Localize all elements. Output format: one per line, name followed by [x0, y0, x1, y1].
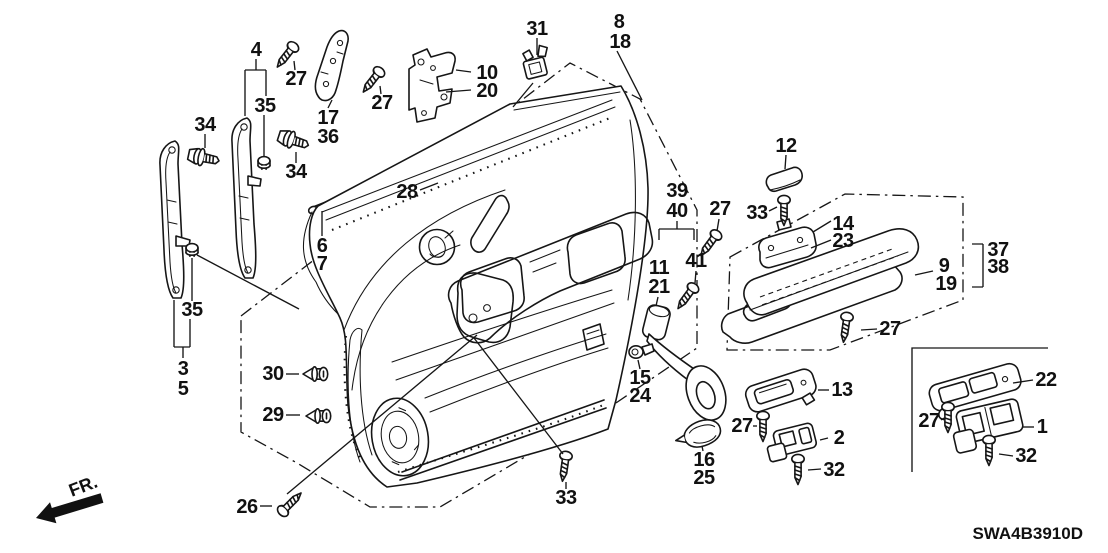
part-callout-27: 27 [918, 410, 940, 432]
part-callout-13: 13 [831, 379, 853, 401]
part-callout-32: 32 [823, 459, 845, 481]
part-callout-34: 34 [285, 161, 307, 183]
part-callout-27: 27 [371, 92, 393, 114]
part-callout-26: 26 [236, 496, 258, 518]
part-callout-15: 15 [629, 367, 651, 389]
part-callout-23: 23 [832, 230, 854, 252]
part-callout-4: 4 [250, 39, 262, 61]
part-callout-6: 6 [316, 235, 328, 257]
switch-garnish-13 [744, 368, 817, 413]
part-callout-33: 33 [555, 487, 577, 509]
trim-strip-rear [231, 117, 262, 279]
subpanel-border [911, 347, 1048, 472]
part-callout-19: 19 [935, 273, 957, 295]
part-callout-20: 20 [476, 80, 498, 102]
part-callout-2: 2 [833, 427, 845, 449]
door-lining-panel [302, 85, 654, 488]
leader-lines [173, 38, 1034, 507]
part-callout-16: 16 [693, 449, 715, 471]
part-callout-27: 27 [285, 68, 307, 90]
part-callout-28: 28 [396, 181, 418, 203]
part-callout-29: 29 [262, 404, 284, 426]
part-callout-33: 33 [746, 202, 768, 224]
part-callout-30: 30 [262, 363, 284, 385]
part-callout-34: 34 [194, 114, 216, 136]
part-callout-14: 14 [832, 213, 854, 235]
part-callout-22: 22 [1035, 369, 1057, 391]
part-callout-11: 11 [648, 257, 670, 279]
regulator-handle [641, 304, 727, 421]
part-callout-10: 10 [476, 62, 498, 84]
part-callout-32: 32 [1015, 445, 1037, 467]
part-callout-17: 17 [317, 107, 339, 129]
part-callout-38: 38 [987, 256, 1009, 278]
part-callout-8: 8 [613, 11, 625, 33]
switch-assy-1 [952, 398, 1024, 454]
part-callout-41: 41 [685, 250, 707, 272]
part-callout-27: 27 [731, 415, 753, 437]
part-callout-3: 3 [177, 358, 189, 380]
part-callout-35: 35 [181, 299, 203, 321]
part-callout-27: 27 [879, 318, 901, 340]
part-callout-21: 21 [648, 276, 670, 298]
part-callout-7: 7 [316, 253, 328, 275]
clip-15-24 [628, 343, 655, 359]
bracket-17-36 [314, 29, 349, 102]
part-callout-24: 24 [629, 385, 651, 407]
part-callout-9: 9 [938, 255, 950, 277]
part-callout-12: 12 [775, 135, 797, 157]
part-callout-40: 40 [666, 200, 688, 222]
diagram-code: SWA4B3910D [972, 524, 1083, 543]
part-callout-5: 5 [177, 378, 189, 400]
part-callout-18: 18 [609, 31, 631, 53]
part-callout-37: 37 [987, 239, 1009, 261]
escutcheon-16-25 [675, 419, 722, 448]
part-callout-31: 31 [526, 18, 548, 40]
switch-assy-2 [766, 422, 818, 463]
part-callout-25: 25 [693, 467, 715, 489]
trim-strip-front [159, 140, 191, 299]
part-callout-27: 27 [709, 198, 731, 220]
part-callout-1: 1 [1036, 416, 1048, 438]
clip-31 [522, 44, 548, 80]
part-callout-35: 35 [254, 95, 276, 117]
armrest-assembly-boundary [726, 193, 964, 351]
bracket-10-20 [408, 48, 456, 123]
front-direction-arrow [36, 493, 104, 524]
part-callout-39: 39 [666, 180, 688, 202]
part-callout-36: 36 [317, 126, 339, 148]
